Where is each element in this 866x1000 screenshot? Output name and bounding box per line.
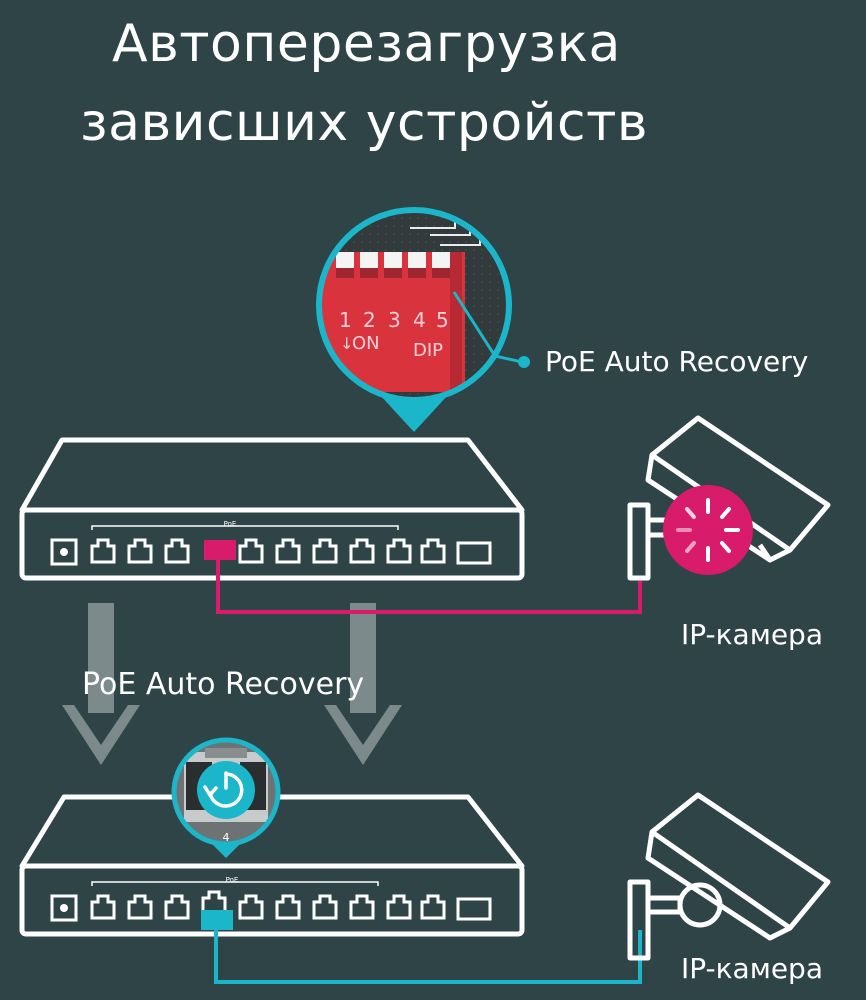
active-port-top bbox=[204, 540, 236, 560]
cable-top bbox=[216, 560, 642, 614]
dip-number-3: 3 bbox=[388, 308, 401, 332]
port-magnifier: 4 bbox=[171, 737, 281, 858]
dip-callout-label: PoE Auto Recovery bbox=[545, 345, 809, 378]
camera-bottom-label: IP-камера bbox=[681, 952, 823, 985]
ip-camera-bottom bbox=[627, 792, 831, 961]
middle-feature-label: PoE Auto Recovery bbox=[82, 667, 365, 702]
down-arrow-left-icon bbox=[62, 603, 140, 765]
dip-dip-label: DIP bbox=[413, 340, 443, 361]
poe-label-bottom: PoE bbox=[226, 876, 239, 884]
poe-label-top: PoE bbox=[224, 520, 237, 528]
dip-on-label: ON bbox=[352, 333, 380, 354]
dip-number-1: 1 bbox=[339, 308, 352, 332]
camera-top-label: IP-камера bbox=[681, 618, 823, 651]
down-arrow-right-icon bbox=[324, 603, 402, 765]
dip-arrow-icon: ↓ bbox=[340, 334, 353, 353]
loading-spinner-icon bbox=[663, 485, 753, 575]
dip-number-2: 2 bbox=[363, 308, 376, 332]
dip-number-5: 5 bbox=[436, 308, 449, 332]
dip-number-4: 4 bbox=[413, 308, 426, 332]
port-number-label: 4 bbox=[223, 831, 230, 844]
refresh-power-icon bbox=[203, 771, 244, 808]
network-switch-top: PoE bbox=[19, 437, 525, 581]
dip-switch-magnifier: 1 2 3 4 5 ↓ ON DIP bbox=[316, 207, 530, 432]
page-title-line-1: Автоперезагрузка bbox=[112, 14, 621, 74]
cable-bottom bbox=[214, 930, 642, 984]
page-title-line-2: зависших устройств bbox=[80, 93, 649, 153]
network-switch-bottom: PoE bbox=[19, 794, 525, 937]
active-port-bottom bbox=[201, 910, 233, 930]
